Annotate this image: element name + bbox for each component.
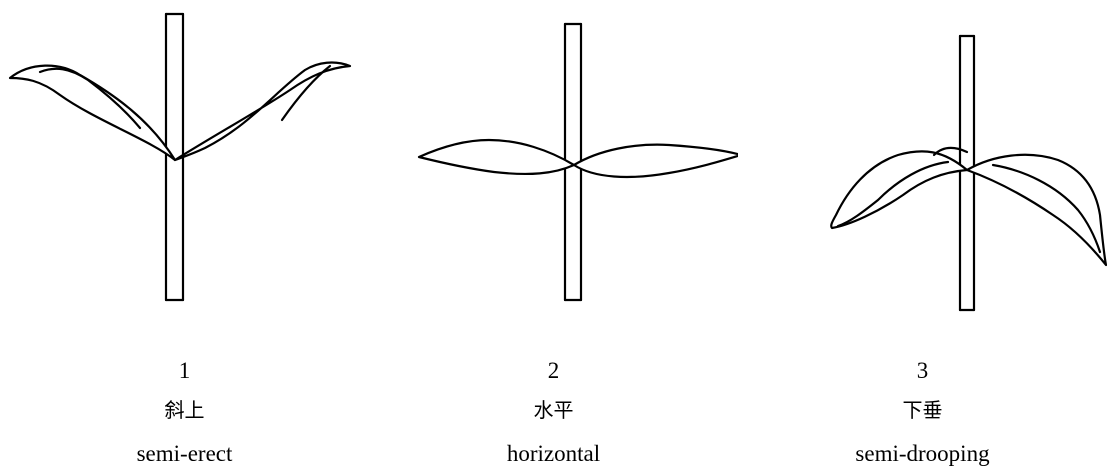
right-leaf: [574, 145, 738, 177]
right-leaf: [967, 155, 1106, 265]
left-leaf: [831, 151, 967, 228]
panel-label-english: horizontal: [369, 441, 738, 467]
horizontal-leaf-illustration: [369, 0, 738, 350]
panel-number: 2: [369, 358, 738, 384]
panel-horizontal: 2 水平 horizontal: [369, 0, 738, 472]
left-leaf: [10, 66, 175, 160]
panel-number: 3: [738, 358, 1107, 384]
panel-number: 1: [0, 358, 369, 384]
panel-label-chinese: 下垂: [738, 397, 1107, 423]
panel-semi-drooping: 3 下垂 semi-drooping: [738, 0, 1107, 472]
semi-erect-leaf-illustration: [0, 0, 369, 350]
panel-label-chinese: 水平: [369, 397, 738, 423]
left-leaf: [419, 140, 574, 174]
panel-label-english: semi-drooping: [738, 441, 1107, 467]
right-leaf: [175, 63, 350, 160]
panel-semi-erect: 1 斜上 semi-erect: [0, 0, 369, 472]
semi-drooping-leaf-illustration: [738, 0, 1107, 350]
panel-label-english: semi-erect: [0, 441, 369, 467]
panel-label-chinese: 斜上: [0, 397, 369, 423]
